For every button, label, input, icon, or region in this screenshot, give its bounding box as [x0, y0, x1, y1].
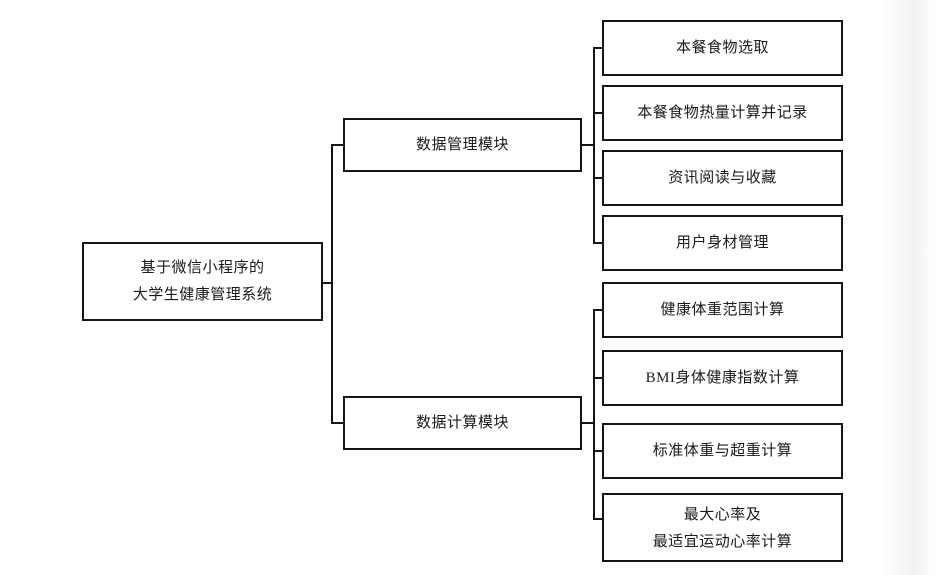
- connector-module-1-to-leaf-1: [593, 47, 604, 49]
- leaf-standard-overweight-calc-label: 标准体重与超重计算: [652, 441, 793, 459]
- connector-root-stub: [323, 282, 333, 284]
- connector-module-2-trunk: [593, 309, 595, 519]
- leaf-healthy-weight-range-label: 健康体重范围计算: [660, 300, 785, 318]
- leaf-user-body-management[interactable]: 用户身材管理: [602, 215, 843, 271]
- data-calculation-module-node[interactable]: 数据计算模块: [343, 396, 582, 450]
- page-edge-shading: [880, 0, 942, 575]
- root-node[interactable]: 基于微信小程序的 大学生健康管理系统: [82, 242, 323, 321]
- leaf-meal-food-selection-label: 本餐食物选取: [675, 38, 769, 56]
- leaf-max-heart-rate-calc-label: 最大心率及 最适宜运动心率计算: [652, 505, 793, 550]
- connector-module-2-stub: [581, 422, 594, 424]
- data-management-module-label: 数据管理模块: [415, 135, 509, 153]
- root-node-label: 基于微信小程序的 大学生健康管理系统: [132, 259, 273, 303]
- leaf-max-heart-rate-calc[interactable]: 最大心率及 最适宜运动心率计算: [602, 493, 843, 562]
- connector-module-1-to-leaf-3: [593, 177, 604, 179]
- connector-root-trunk: [331, 145, 333, 424]
- leaf-bmi-index-calc[interactable]: BMI身体健康指数计算: [602, 350, 843, 406]
- leaf-meal-food-selection[interactable]: 本餐食物选取: [602, 20, 843, 76]
- connector-module-1-to-leaf-4: [593, 242, 604, 244]
- connector-trunk-to-module-1: [331, 144, 344, 146]
- leaf-user-body-management-label: 用户身材管理: [675, 233, 769, 251]
- leaf-meal-calorie-calc-record-label: 本餐食物热量计算并记录: [637, 103, 808, 121]
- leaf-bmi-index-calc-label: BMI身体健康指数计算: [645, 369, 800, 386]
- leaf-news-read-favorite[interactable]: 资讯阅读与收藏: [602, 150, 843, 206]
- connector-module-2-to-leaf-3: [593, 450, 604, 452]
- connector-module-1-stub: [581, 144, 594, 146]
- connector-module-2-to-leaf-4: [593, 518, 604, 520]
- leaf-news-read-favorite-label: 资讯阅读与收藏: [668, 168, 777, 186]
- leaf-meal-calorie-calc-record[interactable]: 本餐食物热量计算并记录: [602, 85, 843, 141]
- connector-module-1-to-leaf-2: [593, 112, 604, 114]
- data-management-module-node[interactable]: 数据管理模块: [343, 118, 582, 172]
- connector-module-1-trunk: [593, 47, 595, 243]
- leaf-healthy-weight-range[interactable]: 健康体重范围计算: [602, 282, 843, 338]
- connector-module-2-to-leaf-1: [593, 309, 604, 311]
- leaf-standard-overweight-calc[interactable]: 标准体重与超重计算: [602, 423, 843, 479]
- connector-module-2-to-leaf-2: [593, 377, 604, 379]
- data-calculation-module-label: 数据计算模块: [415, 413, 509, 431]
- connector-trunk-to-module-2: [331, 422, 344, 424]
